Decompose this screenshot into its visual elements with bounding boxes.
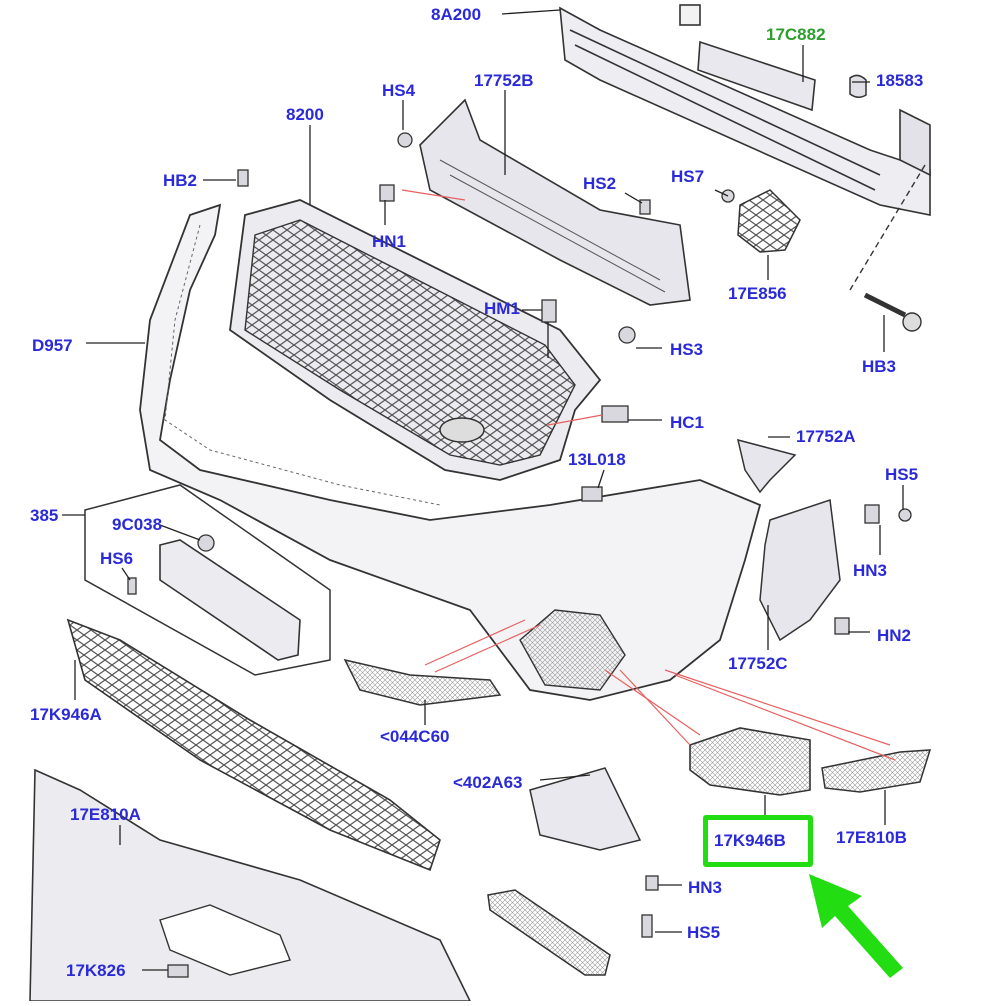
label-17e810a[interactable]: 17E810A xyxy=(70,805,141,824)
grille-insert-17e856[interactable] xyxy=(737,189,801,253)
trim-044c60[interactable] xyxy=(343,658,502,706)
red-leaders xyxy=(401,189,896,761)
label-8200[interactable]: 8200 xyxy=(286,105,324,124)
label-hs5-top[interactable]: HS5 xyxy=(885,465,919,484)
label-hn3-top[interactable]: HN3 xyxy=(853,561,888,580)
highlight-box xyxy=(703,815,813,867)
label-hb2[interactable]: HB2 xyxy=(163,171,198,190)
bolt-hb3[interactable] xyxy=(849,164,926,332)
label-13l018[interactable]: 13L018 xyxy=(568,450,626,469)
label-17752a[interactable]: 17752A xyxy=(796,427,856,446)
label-17752b[interactable]: 17752B xyxy=(474,71,534,90)
upper-bracket-17752b[interactable] xyxy=(419,98,691,306)
label-044c60[interactable]: <044C60 xyxy=(380,727,450,746)
license-plate-bracket[interactable] xyxy=(159,539,301,661)
label-385[interactable]: 385 xyxy=(30,506,59,525)
reinforcement-beam[interactable] xyxy=(559,4,931,216)
label-17c882[interactable]: 17C882 xyxy=(766,25,826,44)
label-402a63[interactable]: <402A63 xyxy=(453,773,523,792)
label-hs4[interactable]: HS4 xyxy=(382,81,416,100)
label-hs2[interactable]: HS2 xyxy=(583,174,617,193)
energy-absorber-17c882[interactable] xyxy=(697,40,816,112)
side-grille-17k946b[interactable] xyxy=(689,727,811,796)
deflector-402a63[interactable] xyxy=(529,767,642,851)
label-17k946a[interactable]: 17K946A xyxy=(30,705,102,724)
label-hn2[interactable]: HN2 xyxy=(877,626,912,645)
label-9c038[interactable]: 9C038 xyxy=(112,515,163,534)
trim-17e810b[interactable] xyxy=(821,749,932,793)
bracket-17752c[interactable] xyxy=(759,498,841,642)
bracket-17752a[interactable] xyxy=(736,438,797,494)
label-hs5-bottom[interactable]: HS5 xyxy=(687,923,721,942)
label-17e856[interactable]: 17E856 xyxy=(728,284,787,303)
fasteners xyxy=(127,132,912,978)
lower-grille-17k946a[interactable] xyxy=(66,618,441,872)
label-17k826[interactable]: 17K826 xyxy=(66,961,126,980)
label-17k946b[interactable]: 17K946B xyxy=(714,831,786,850)
label-d957[interactable]: D957 xyxy=(32,336,73,355)
lower-strip[interactable] xyxy=(487,889,611,976)
label-8a200[interactable]: 8A200 xyxy=(431,5,482,24)
label-hn3-bottom[interactable]: HN3 xyxy=(688,878,723,897)
label-hs7[interactable]: HS7 xyxy=(671,167,705,186)
label-17e810b[interactable]: 17E810B xyxy=(836,828,907,847)
label-hs6[interactable]: HS6 xyxy=(100,549,134,568)
label-hm1[interactable]: HM1 xyxy=(484,299,520,318)
label-hs3[interactable]: HS3 xyxy=(670,340,704,359)
label-17752c[interactable]: 17752C xyxy=(728,654,788,673)
bumper-cover-d957[interactable] xyxy=(139,203,762,701)
callout-arrow-icon xyxy=(809,874,903,978)
label-hc1[interactable]: HC1 xyxy=(670,413,705,432)
cap-18583[interactable] xyxy=(849,74,867,98)
label-leaders xyxy=(62,9,904,971)
grille-8200[interactable] xyxy=(229,199,602,481)
label-18583[interactable]: 18583 xyxy=(876,71,924,90)
label-hb3[interactable]: HB3 xyxy=(862,357,897,376)
label-hn1[interactable]: HN1 xyxy=(372,232,407,251)
